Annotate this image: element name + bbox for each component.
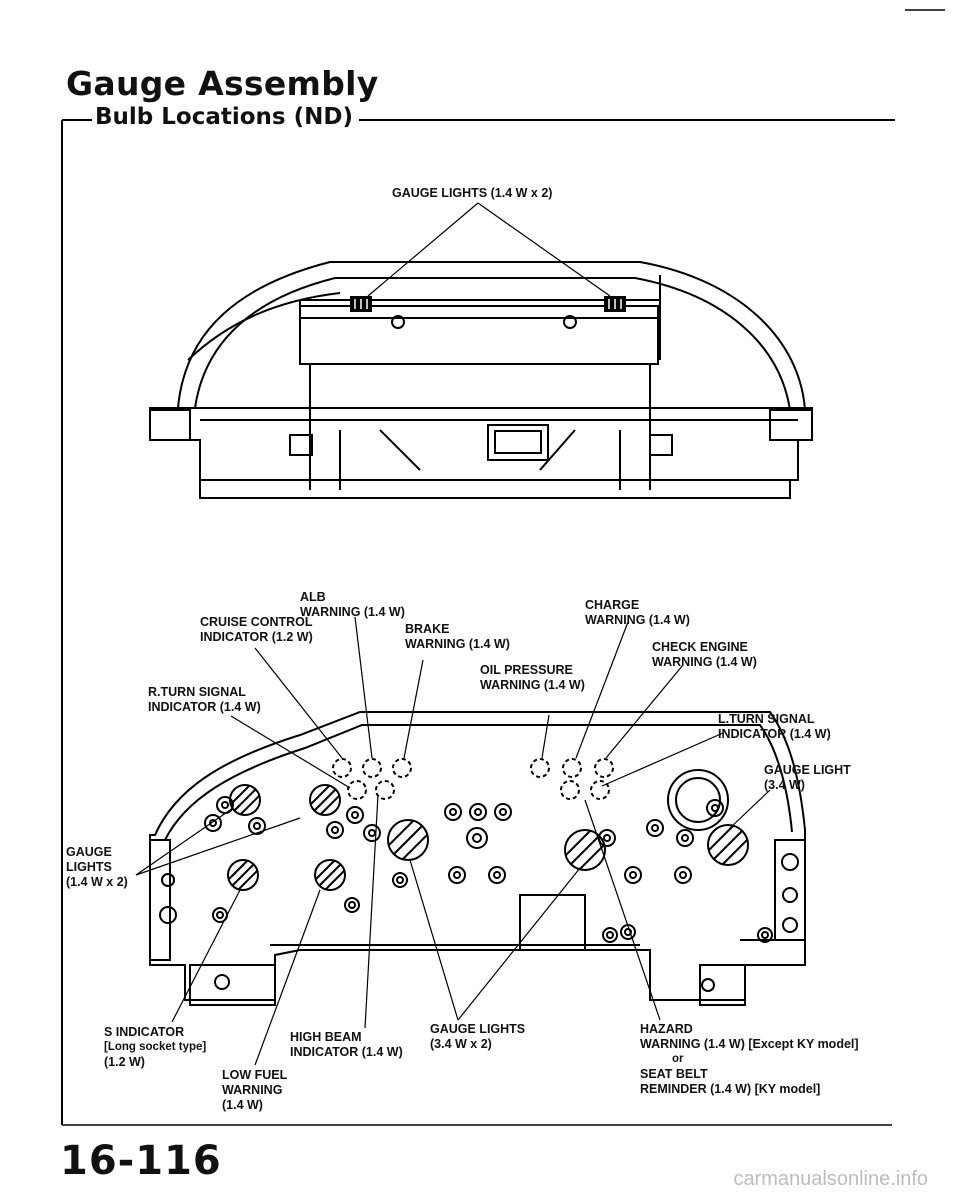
label-line: SEAT BELT (640, 1067, 708, 1081)
label-line: CHECK ENGINE (652, 640, 748, 654)
label-line: WARNING (1.4 W) (300, 605, 405, 619)
screw-holes (159, 769, 799, 992)
label-r-turn-signal: R.TURN SIGNAL INDICATOR (1.4 W) (148, 685, 261, 715)
label-line: (1.4 W) (222, 1098, 263, 1112)
label-line: WARNING (1.4 W) (585, 613, 690, 627)
label-line: GAUGE LIGHT (764, 763, 851, 777)
label-line: OIL PRESSURE (480, 663, 573, 677)
top-leader-lines (367, 202, 611, 297)
label-low-fuel: LOW FUEL WARNING (1.4 W) (222, 1068, 287, 1113)
label-line: INDICATOR (1.4 W) (290, 1045, 403, 1059)
label-line: R.TURN SIGNAL (148, 685, 246, 699)
label-line: HAZARD (640, 1022, 693, 1036)
label-line: LIGHTS (66, 860, 112, 874)
label-high-beam: HIGH BEAM INDICATOR (1.4 W) (290, 1030, 403, 1060)
label-line: CHARGE (585, 598, 640, 612)
label-line: ALB (300, 590, 326, 604)
label-line: [Long socket type] (104, 1041, 207, 1053)
label-line: (3.4 W) (764, 778, 805, 792)
label-oil-pressure: OIL PRESSURE WARNING (1.4 W) (480, 663, 585, 693)
label-line: (1.2 W) (104, 1055, 145, 1069)
label-gauge-lights-left: GAUGE LIGHTS (1.4 W x 2) (66, 845, 128, 890)
circuit-board-illustration (149, 711, 806, 1006)
top-bulb-socket-right (604, 296, 626, 312)
label-line: GAUGE (66, 845, 112, 859)
label-check-engine: CHECK ENGINE WARNING (1.4 W) (652, 640, 757, 670)
page-title: Gauge Assembly (66, 64, 379, 103)
gauge-light-sockets (227, 784, 749, 891)
label-line: WARNING (1.4 W) (405, 637, 510, 651)
label-gauge-lights-bottom: GAUGE LIGHTS (3.4 W x 2) (430, 1022, 525, 1052)
label-line: WARNING (1.4 W) (652, 655, 757, 669)
label-cruise-control: CRUISE CONTROL INDICATOR (1.2 W) (200, 615, 313, 645)
label-line: WARNING (222, 1083, 283, 1097)
lower-leader-lines (135, 616, 771, 1066)
label-line: CRUISE CONTROL (200, 615, 313, 629)
label-line: WARNING (1.4 W) (480, 678, 585, 692)
top-bulb-socket-left (350, 296, 372, 312)
label-line: L.TURN SIGNAL (718, 712, 815, 726)
label-line: (3.4 W x 2) (430, 1037, 492, 1051)
label-l-turn-signal: L.TURN SIGNAL INDICATOR (1.4 W) (718, 712, 831, 742)
watermark: carmanualsonline.info (733, 1168, 928, 1190)
label-gauge-light-right: GAUGE LIGHT (3.4 W) (764, 763, 851, 793)
label-line: INDICATOR (1.4 W) (718, 727, 831, 741)
label-hazard: HAZARD WARNING (1.4 W) [Except KY model]… (640, 1022, 859, 1097)
label-s-indicator: S INDICATOR [Long socket type] (1.2 W) (104, 1025, 206, 1070)
section-title: Bulb Locations (ND) (92, 104, 359, 130)
label-line: BRAKE (405, 622, 450, 636)
label-line: INDICATOR (1.4 W) (148, 700, 261, 714)
label-line: or (672, 1053, 684, 1065)
page-number: 16-116 (60, 1138, 222, 1184)
label-alb-warning: ALB WARNING (1.4 W) (300, 590, 405, 620)
label-charge-warning: CHARGE WARNING (1.4 W) (585, 598, 690, 628)
label-line: HIGH BEAM (290, 1030, 362, 1044)
label-line: S INDICATOR (104, 1025, 185, 1039)
label-line: (1.4 W x 2) (66, 875, 128, 889)
label-line: WARNING (1.4 W) [Except KY model] (640, 1037, 859, 1051)
gauge-housing-illustration (149, 261, 813, 499)
label-line: REMINDER (1.4 W) [KY model] (640, 1082, 821, 1096)
label-brake-warning: BRAKE WARNING (1.4 W) (405, 622, 510, 652)
dashed-indicator-bulbs (332, 758, 614, 800)
label-line: INDICATOR (1.2 W) (200, 630, 313, 644)
label-line: LOW FUEL (222, 1068, 288, 1082)
label-line: GAUGE LIGHTS (430, 1022, 526, 1036)
label-gauge-lights-top: GAUGE LIGHTS (1.4 W x 2) (392, 186, 553, 200)
